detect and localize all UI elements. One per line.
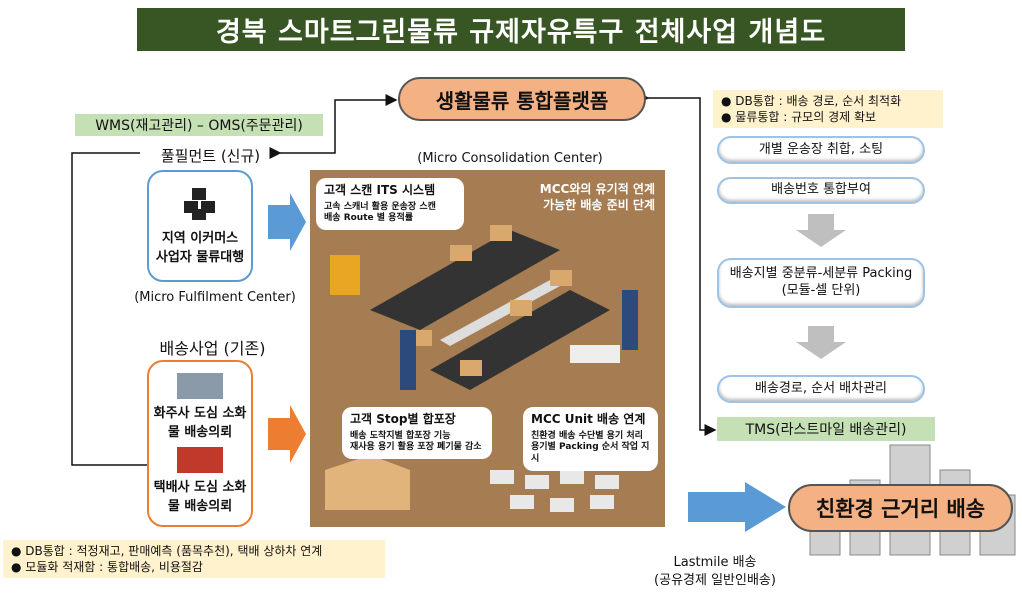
- lastmile-caption: Lastmile 배송(공유경제 일반인배송): [654, 555, 776, 588]
- arrow-right-icon: [688, 482, 786, 532]
- step-dispatch: 배송경로, 순서 배차관리: [717, 375, 925, 403]
- page-title: 경북 스마트그린물류 규제자유특구 전체사업 개념도: [137, 8, 905, 51]
- arrow-right-icon: [268, 193, 306, 251]
- step-numbering: 배송번호 통합부여: [717, 177, 925, 204]
- wms-oms-label: WMS(재고관리) – OMS(주문관리): [75, 114, 323, 136]
- arrow-down-icon: [796, 214, 846, 247]
- right-notes: ● DB통합 : 배송 경로, 순서 최적화● 물류통합 : 규모의 경제 확보: [713, 90, 943, 129]
- fulfilment-box: 지역 이커머스 사업자 물류대행: [147, 170, 253, 282]
- delivery-box: 화주사 도심 소화물 배송의뢰 택배사 도심 소화물 배송의뢰: [147, 360, 253, 527]
- conveyor-illustration: [325, 225, 638, 512]
- truck-photo: [177, 373, 223, 400]
- truck-photo: [177, 446, 223, 473]
- left-notes: ● DB통합 : 적정재고, 판매예측 (품목추천), 택배 상하차 연계● 모…: [3, 540, 385, 579]
- fulfilment-text: 사업자 물류대행: [155, 250, 245, 265]
- step-sorting: 개별 운송장 취합, 소팅: [717, 136, 925, 164]
- fulfilment-text: 지역 이커머스: [161, 231, 239, 246]
- fulfilment-label: 풀필먼트 (신규): [160, 147, 261, 165]
- eco-delivery-label: 친환경 근거리 배송: [788, 484, 1013, 532]
- arrow-right-icon: [268, 405, 306, 463]
- step-packing: 배송지별 중분류-세분류 Packing (모듈-셀 단위): [717, 258, 925, 308]
- arrow-down-icon: [796, 326, 846, 359]
- mcc-caption: (Micro Consolidation Center): [417, 151, 603, 166]
- platform-label: 생활물류 통합플랫폼: [398, 77, 646, 121]
- delivery-label: 배송사업 (기존): [159, 339, 266, 358]
- delivery-item: 택배사 도심 소화물 배송의뢰: [153, 446, 247, 514]
- boxes-icon: [184, 188, 215, 220]
- tms-label: TMS(라스트마일 배송관리): [717, 417, 935, 441]
- delivery-item: 화주사 도심 소화물 배송의뢰: [153, 373, 247, 440]
- mfc-caption: (Micro Fulfilment Center): [134, 290, 296, 305]
